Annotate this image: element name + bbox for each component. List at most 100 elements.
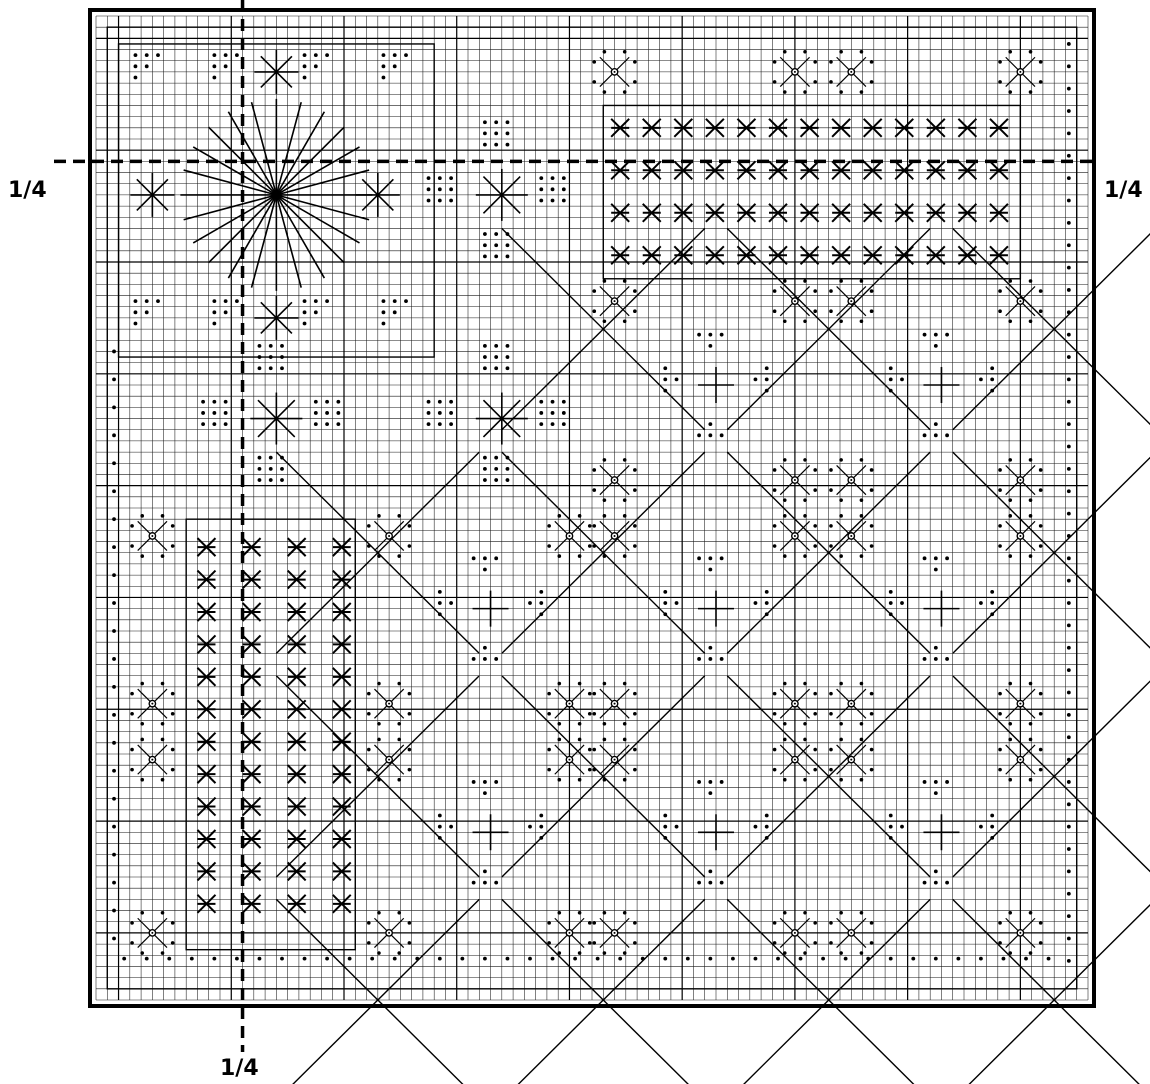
double-cross bbox=[832, 161, 850, 179]
double-cross bbox=[333, 635, 351, 653]
stitch-dot bbox=[201, 422, 205, 426]
double-cross bbox=[801, 119, 819, 137]
stitch-symbols bbox=[112, 42, 1071, 963]
stitch-dot bbox=[539, 199, 543, 203]
stitch-dot bbox=[506, 478, 510, 482]
stitch-dot bbox=[889, 814, 893, 818]
stitch-dot bbox=[438, 590, 442, 594]
stitch-dot bbox=[1067, 199, 1071, 203]
stitch-dot bbox=[112, 573, 116, 577]
stitch-dot bbox=[765, 814, 769, 818]
stitch-dot bbox=[449, 601, 453, 605]
stitch-dot bbox=[641, 957, 645, 961]
stitch-dot bbox=[112, 881, 116, 885]
double-cross bbox=[990, 204, 1008, 222]
double-cross bbox=[288, 538, 306, 556]
stitch-dot bbox=[122, 957, 126, 961]
double-cross bbox=[333, 895, 351, 913]
stitch-dot bbox=[663, 590, 667, 594]
stitch-dot bbox=[382, 299, 386, 303]
stitch-dot bbox=[1067, 713, 1071, 717]
stitch-dot bbox=[990, 814, 994, 818]
stitch-dot bbox=[528, 825, 532, 829]
stitch-dot bbox=[506, 366, 510, 370]
double-cross bbox=[927, 119, 945, 137]
stitch-dot bbox=[472, 780, 476, 784]
double-cross bbox=[737, 119, 755, 137]
stitch-dot bbox=[663, 957, 667, 961]
stitch-dot bbox=[923, 657, 927, 661]
double-cross bbox=[958, 161, 976, 179]
stitch-dot bbox=[889, 957, 893, 961]
stitch-dot bbox=[663, 836, 667, 840]
stitch-dot bbox=[235, 957, 239, 961]
double-cross bbox=[333, 700, 351, 718]
double-cross bbox=[243, 700, 261, 718]
stitch-dot bbox=[1067, 512, 1071, 516]
stitch-dot bbox=[945, 780, 949, 784]
stitch-dot bbox=[393, 310, 397, 314]
stitch-dot bbox=[483, 456, 487, 460]
stitch-dot bbox=[382, 76, 386, 80]
quarter-marker-bottom: 1/4 bbox=[220, 1056, 259, 1081]
stitch-dot bbox=[201, 400, 205, 404]
stitch-dot bbox=[438, 825, 442, 829]
double-cross bbox=[197, 700, 215, 718]
stitch-dot bbox=[212, 322, 216, 326]
stitch-dot bbox=[990, 366, 994, 370]
stitch-dot bbox=[483, 143, 487, 147]
double-cross bbox=[706, 119, 724, 137]
stitch-dot bbox=[336, 411, 340, 415]
double-cross bbox=[197, 571, 215, 589]
stitch-dot bbox=[1067, 288, 1071, 292]
stitch-dot bbox=[1067, 937, 1071, 941]
stitch-dot bbox=[460, 957, 464, 961]
stitch-dot bbox=[720, 433, 724, 437]
stitch-dot bbox=[303, 957, 307, 961]
double-cross bbox=[706, 161, 724, 179]
stitch-dot bbox=[990, 825, 994, 829]
double-cross bbox=[333, 538, 351, 556]
stitch-dot bbox=[506, 467, 510, 471]
double-cross bbox=[243, 635, 261, 653]
double-cross bbox=[243, 830, 261, 848]
stitch-dot bbox=[765, 825, 769, 829]
double-cross bbox=[243, 603, 261, 621]
stitch-dot bbox=[934, 657, 938, 661]
stitch-dot bbox=[112, 601, 116, 605]
double-cross bbox=[611, 204, 629, 222]
stitch-dot bbox=[483, 132, 487, 136]
stitch-dot bbox=[934, 780, 938, 784]
stitch-dot bbox=[280, 344, 284, 348]
stitch-dot bbox=[1067, 333, 1071, 337]
stitch-dot bbox=[1067, 109, 1071, 113]
stitch-dot bbox=[708, 646, 712, 650]
stitch-dot bbox=[1067, 914, 1071, 918]
double-cross bbox=[288, 700, 306, 718]
stitch-dot bbox=[934, 344, 938, 348]
stitch-dot bbox=[1067, 624, 1071, 628]
stitch-dot bbox=[212, 400, 216, 404]
stitch-dot bbox=[258, 456, 262, 460]
stitch-dot bbox=[720, 780, 724, 784]
star-eyelet bbox=[250, 393, 302, 445]
double-cross bbox=[288, 603, 306, 621]
stitch-dot bbox=[438, 400, 442, 404]
stitch-dot bbox=[212, 411, 216, 415]
stitch-dot bbox=[979, 601, 983, 605]
stitch-dot bbox=[889, 836, 893, 840]
double-cross bbox=[288, 765, 306, 783]
stitch-dot bbox=[799, 957, 803, 961]
stitch-dot bbox=[314, 64, 318, 68]
stitch-dot bbox=[1067, 892, 1071, 896]
stitch-dot bbox=[708, 791, 712, 795]
stitch-dot bbox=[336, 422, 340, 426]
stitch-dot bbox=[224, 422, 228, 426]
stitch-dot bbox=[900, 601, 904, 605]
double-cross bbox=[674, 119, 692, 137]
stitch-dot bbox=[618, 957, 622, 961]
stitch-dot bbox=[1067, 780, 1071, 784]
stitch-dot bbox=[483, 478, 487, 482]
stitch-dot bbox=[269, 344, 273, 348]
double-cross bbox=[832, 204, 850, 222]
